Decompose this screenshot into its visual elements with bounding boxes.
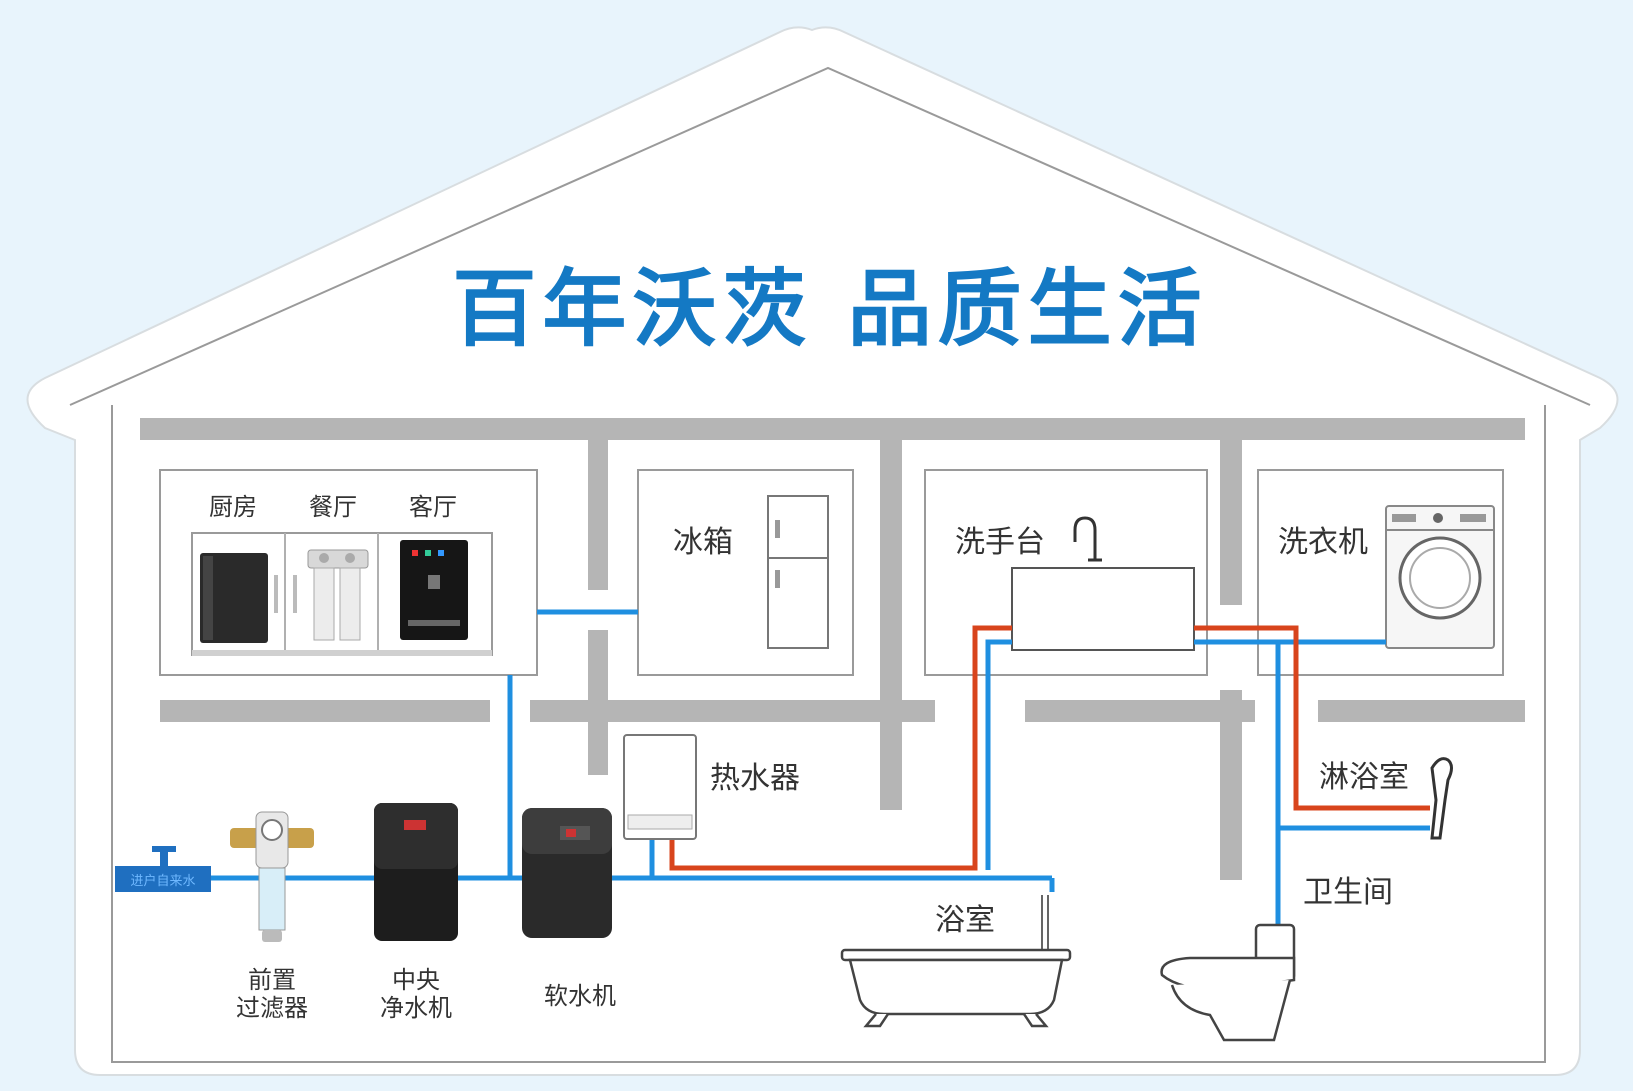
hot-water-pipes	[669, 625, 1430, 871]
water-softener-icon	[522, 808, 612, 938]
softener-label: 软水机	[544, 982, 616, 1010]
washing-machine-icon	[1385, 505, 1495, 649]
appliance-panel	[191, 532, 493, 656]
shower-label: 淋浴室	[1319, 760, 1409, 795]
living-label: 客厅	[409, 493, 457, 521]
water-heater-icon	[623, 734, 697, 840]
toilet-label: 卫生间	[1303, 875, 1393, 910]
dual-filter-icon	[307, 549, 369, 641]
under-sink-purifier-icon	[200, 553, 268, 643]
central-purifier-icon	[374, 803, 458, 941]
washbasin-label: 洗手台	[955, 525, 1045, 560]
shower-head-icon	[1430, 757, 1453, 840]
prefilter-label-line2: 过滤器	[236, 994, 308, 1022]
walls	[140, 418, 1525, 880]
water-dispenser-icon	[400, 540, 468, 640]
water-valve-icon: 进户自来水	[115, 846, 211, 892]
kitchen-label: 厨房	[209, 493, 257, 521]
purifier-label-line2: 净水机	[380, 994, 452, 1022]
purifier-label-line1: 中央	[392, 966, 440, 994]
toilet-icon	[1160, 923, 1296, 1042]
prefilter-label-line1: 前置	[248, 966, 296, 994]
washbasin-icon	[1011, 567, 1195, 651]
bathtub-icon	[840, 895, 1072, 1028]
pre-filter-icon	[230, 811, 314, 942]
heater-label: 热水器	[710, 761, 800, 796]
washer-label: 洗衣机	[1278, 525, 1368, 560]
dining-label: 餐厅	[309, 493, 357, 521]
fridge-label: 冰箱	[673, 525, 733, 560]
room-boxes	[159, 469, 1504, 676]
fridge-icon	[767, 495, 829, 649]
bathroom-label: 浴室	[935, 903, 995, 938]
faucet-icon	[1073, 516, 1102, 562]
page-title: 百年沃茨 品质生活	[452, 260, 1207, 358]
inlet-label: 进户自来水	[130, 873, 195, 889]
